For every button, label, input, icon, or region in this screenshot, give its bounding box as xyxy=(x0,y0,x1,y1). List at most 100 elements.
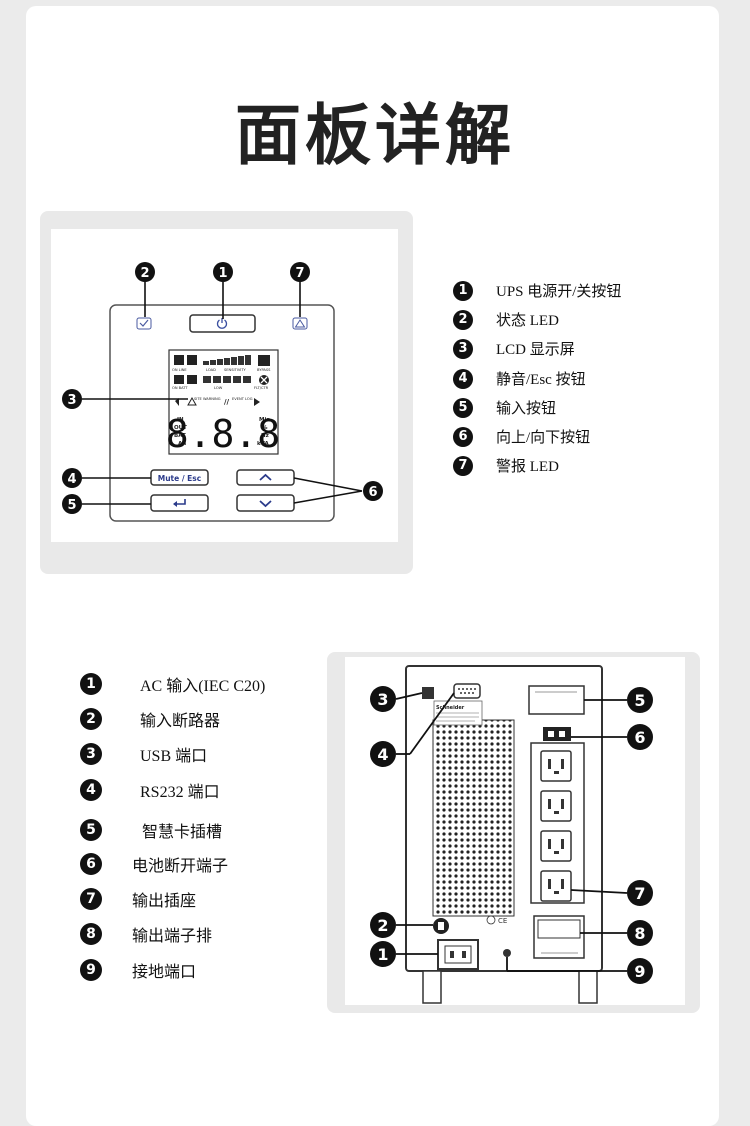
legend-number: 6 xyxy=(453,426,473,447)
lcd-unit-hz: Hz xyxy=(261,433,269,439)
usb-port xyxy=(422,687,434,699)
legend-label: AC 输入(IEC C20) xyxy=(140,678,266,695)
legend-item: 9 接地端口 xyxy=(80,958,196,982)
page-title: 面板详解 xyxy=(235,97,515,174)
legend-label: 接地端口 xyxy=(132,964,197,981)
lcd-label-online: ON LINE xyxy=(172,368,187,372)
front-leader-lines xyxy=(82,281,363,505)
front-callout-1: 1 xyxy=(218,266,227,281)
warning-icon xyxy=(187,396,197,406)
load-bar-graph xyxy=(203,355,251,365)
legend-item: 1 UPS 电源开/关按钮 xyxy=(453,280,621,301)
legend-label: 状态 LED xyxy=(496,313,559,329)
lcd-unit-out: OUT xyxy=(174,425,187,431)
legend-item: 2 输入断路器 xyxy=(80,707,220,731)
legend-item: 2 状态 LED xyxy=(453,309,559,330)
enter-arrow-icon xyxy=(174,499,186,505)
legend-label: LCD 显示屏 xyxy=(496,342,575,358)
front-callout-7: 7 xyxy=(295,266,304,281)
front-callout-5: 5 xyxy=(67,498,76,513)
lcd-unit-percent: % xyxy=(262,425,268,431)
battery-icon xyxy=(174,375,184,384)
lcd-display: // IN OUT BAT Ah Min % Hz kVA ON LINE LO… xyxy=(166,349,280,456)
legend-item: 8 输出端子排 xyxy=(80,922,212,946)
front-panel-diagram: // IN OUT BAT Ah Min % Hz kVA ON LINE LO… xyxy=(62,262,383,522)
legend-label: USB 端口 xyxy=(140,748,208,765)
legend-item: 1 AC 输入(IEC C20) xyxy=(80,672,265,696)
lcd-label-fltctr: FLT/CTR xyxy=(254,386,269,390)
lcd-label-site-warning: SITE WARNING xyxy=(194,397,221,401)
right-foot xyxy=(578,970,598,1004)
legend-item: 5 智慧卡插槽 xyxy=(80,818,222,842)
low-battery-icon xyxy=(187,375,197,384)
legend-item: 3 LCD 显示屏 xyxy=(453,338,575,359)
power-icon xyxy=(216,319,228,329)
legend-number: 1 xyxy=(453,280,473,301)
lcd-label-event-log: EVENT LOG xyxy=(232,397,253,401)
mute-esc-button[interactable]: Mute / Esc xyxy=(150,469,209,486)
legend-number: 6 xyxy=(80,853,102,875)
rear-panel-image: Schneider CE xyxy=(345,657,685,1005)
up-button[interactable] xyxy=(236,469,295,486)
lcd-unit-min: Min xyxy=(259,417,270,423)
lcd-label-sensitivity: SENSITIVITY xyxy=(224,368,247,372)
event-icon xyxy=(254,398,260,406)
legend-number: 4 xyxy=(453,368,473,389)
chevron-up-icon xyxy=(259,473,272,481)
legend-number: 3 xyxy=(453,338,473,359)
lcd-label-bypass: BYPASS xyxy=(257,368,271,372)
legend-number: 7 xyxy=(453,455,473,476)
rs232-port xyxy=(453,683,481,699)
left-foot xyxy=(422,970,442,1004)
battery-leaf-icon xyxy=(187,355,197,365)
lcd-unit-bat: BAT xyxy=(174,433,186,439)
lcd-label-onbatt: ON BATT xyxy=(172,386,188,390)
svg-text://: // xyxy=(224,398,230,406)
rear-leader-lines xyxy=(395,692,628,972)
front-panel-image: // IN OUT BAT Ah Min % Hz kVA ON LINE LO… xyxy=(51,229,398,542)
lcd-unit-kva: kVA xyxy=(257,441,270,447)
legend-label: 输出端子排 xyxy=(132,928,213,945)
rear-callout-6: 6 xyxy=(634,728,645,747)
enter-button[interactable] xyxy=(150,494,209,512)
chevron-down-icon xyxy=(259,500,272,508)
rear-callout-7: 7 xyxy=(634,884,645,903)
mute-speaker-icon xyxy=(175,398,179,406)
legend-label: 输入断路器 xyxy=(140,713,221,730)
front-panel-outline xyxy=(109,304,335,522)
legend-number: 2 xyxy=(453,309,473,330)
rear-callout-9: 9 xyxy=(634,962,645,981)
legend-number: 5 xyxy=(80,819,102,841)
lcd-digits: 8.8.8 xyxy=(166,412,280,456)
rear-callout-8: 8 xyxy=(634,924,645,943)
legend-item: 6 电池断开端子 xyxy=(80,852,228,876)
down-button[interactable] xyxy=(236,494,295,512)
lcd-label-low: LOW xyxy=(214,386,223,390)
plug-icon xyxy=(174,355,184,365)
legend-label: 智慧卡插槽 xyxy=(142,824,223,841)
legend-number: 9 xyxy=(80,959,102,981)
rear-callout-5: 5 xyxy=(634,691,645,710)
legend-item: 6 向上/向下按钮 xyxy=(453,426,590,447)
front-callout-4: 4 xyxy=(67,472,76,487)
legend-label: 电池断开端子 xyxy=(132,858,229,875)
lcd-unit-ah: Ah xyxy=(178,441,186,447)
svg-text:CE: CE xyxy=(498,917,507,925)
legend-number: 8 xyxy=(80,923,102,945)
legend-label: UPS 电源开/关按钮 xyxy=(496,284,622,300)
legend-label: 输出插座 xyxy=(132,893,197,910)
front-callout-2: 2 xyxy=(140,266,149,281)
battery-bar-graph xyxy=(203,376,251,383)
legend-label: 向上/向下按钮 xyxy=(496,430,591,446)
vent-grille xyxy=(432,719,515,917)
legend-number: 1 xyxy=(80,673,102,695)
rear-callout-4: 4 xyxy=(377,745,388,764)
smart-slot xyxy=(528,685,585,715)
brand-label: Schneider xyxy=(436,705,465,711)
alarm-led-icon xyxy=(292,317,308,330)
legend-number: 2 xyxy=(80,708,102,730)
